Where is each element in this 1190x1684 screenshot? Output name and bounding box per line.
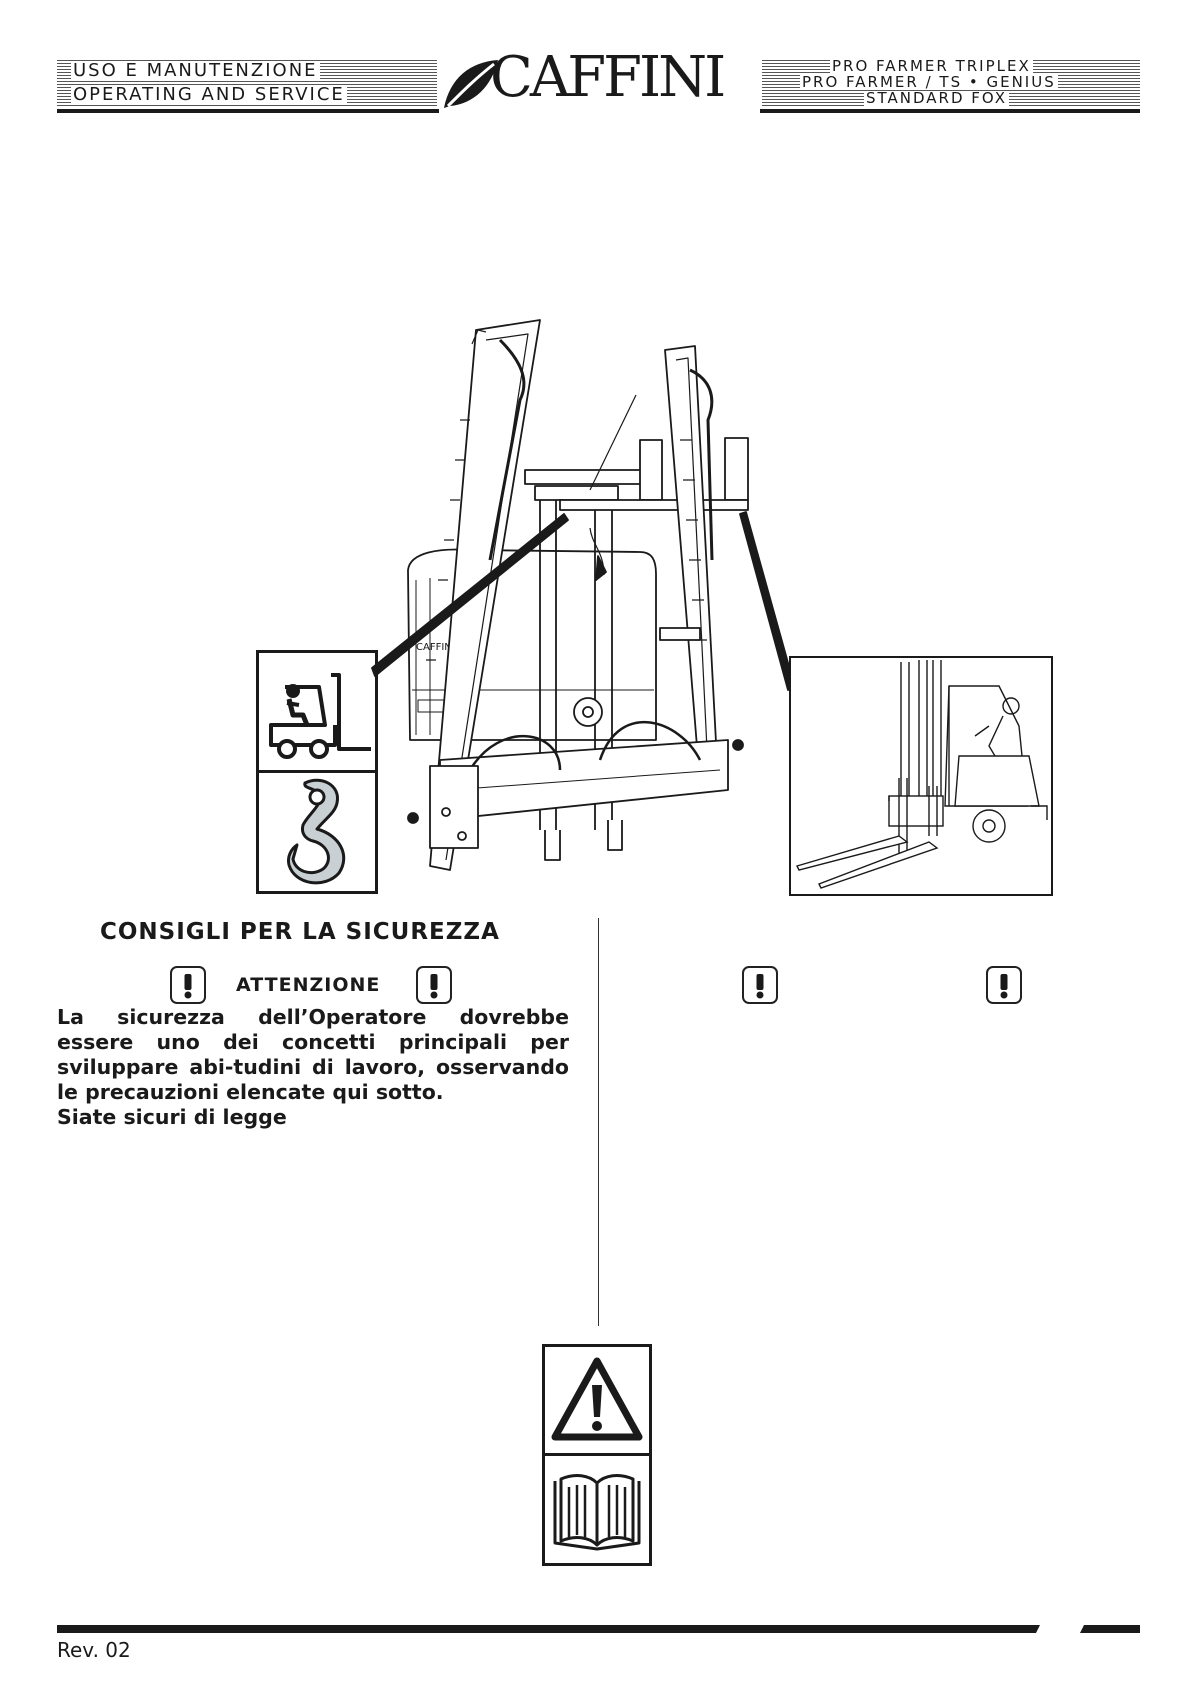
safety-paragraph: Siate sicuri di legge: [57, 1105, 287, 1129]
leaf-logo-icon: [444, 60, 498, 108]
exclamation-icon: [1000, 974, 1008, 999]
safety-paragraph: La sicurezza dell’Operatore dovrebbe ess…: [57, 1005, 569, 1104]
safety-body-text: La sicurezza dell’Operatore dovrebbe ess…: [57, 1005, 569, 1130]
header-right-line3: STANDARD FOX: [864, 89, 1010, 107]
column-divider: [598, 918, 599, 1326]
revision-label: Rev. 02: [57, 1638, 131, 1662]
exclamation-icon: [756, 974, 764, 999]
section-title: CONSIGLI PER LA SICUREZZA: [100, 919, 500, 945]
tank-brand-label: CAFFINI: [416, 642, 455, 653]
header-right-rule: [760, 109, 1140, 113]
exclamation-icon: [184, 974, 192, 999]
header-left-rule: [57, 109, 439, 113]
footer-rule: [57, 1625, 1140, 1633]
header-left-line2: OPERATING AND SERVICE: [71, 84, 347, 105]
sprayer-illustration: CAFFINI: [371, 319, 796, 871]
lifting-icons-panel: [256, 650, 378, 894]
caution-symbol-right-col-right: [986, 966, 1022, 1004]
forklift-lifting-illustration: [789, 656, 1053, 896]
caution-symbol-left: [170, 966, 206, 1004]
read-manual-icon: [553, 1474, 641, 1551]
lifting-hook-icon: [287, 778, 346, 885]
caution-symbol-right: [416, 966, 452, 1004]
brand-name: CAFFINI: [490, 45, 726, 110]
brand-logo: CAFFINI: [440, 50, 752, 114]
forklift-icon: [269, 673, 371, 759]
warning-label: ATTENZIONE: [236, 974, 381, 996]
header-right-line1: PRO FARMER TRIPLEX: [830, 57, 1033, 75]
exclamation-icon: [430, 974, 438, 999]
warning-triangle-icon: [551, 1357, 643, 1441]
warning-manual-panel: [542, 1344, 652, 1566]
header-right-line2: PRO FARMER / TS • GENIUS: [800, 73, 1058, 91]
caution-symbol-right-col-left: [742, 966, 778, 1004]
header-left-line1: USO E MANUTENZIONE: [71, 60, 320, 81]
